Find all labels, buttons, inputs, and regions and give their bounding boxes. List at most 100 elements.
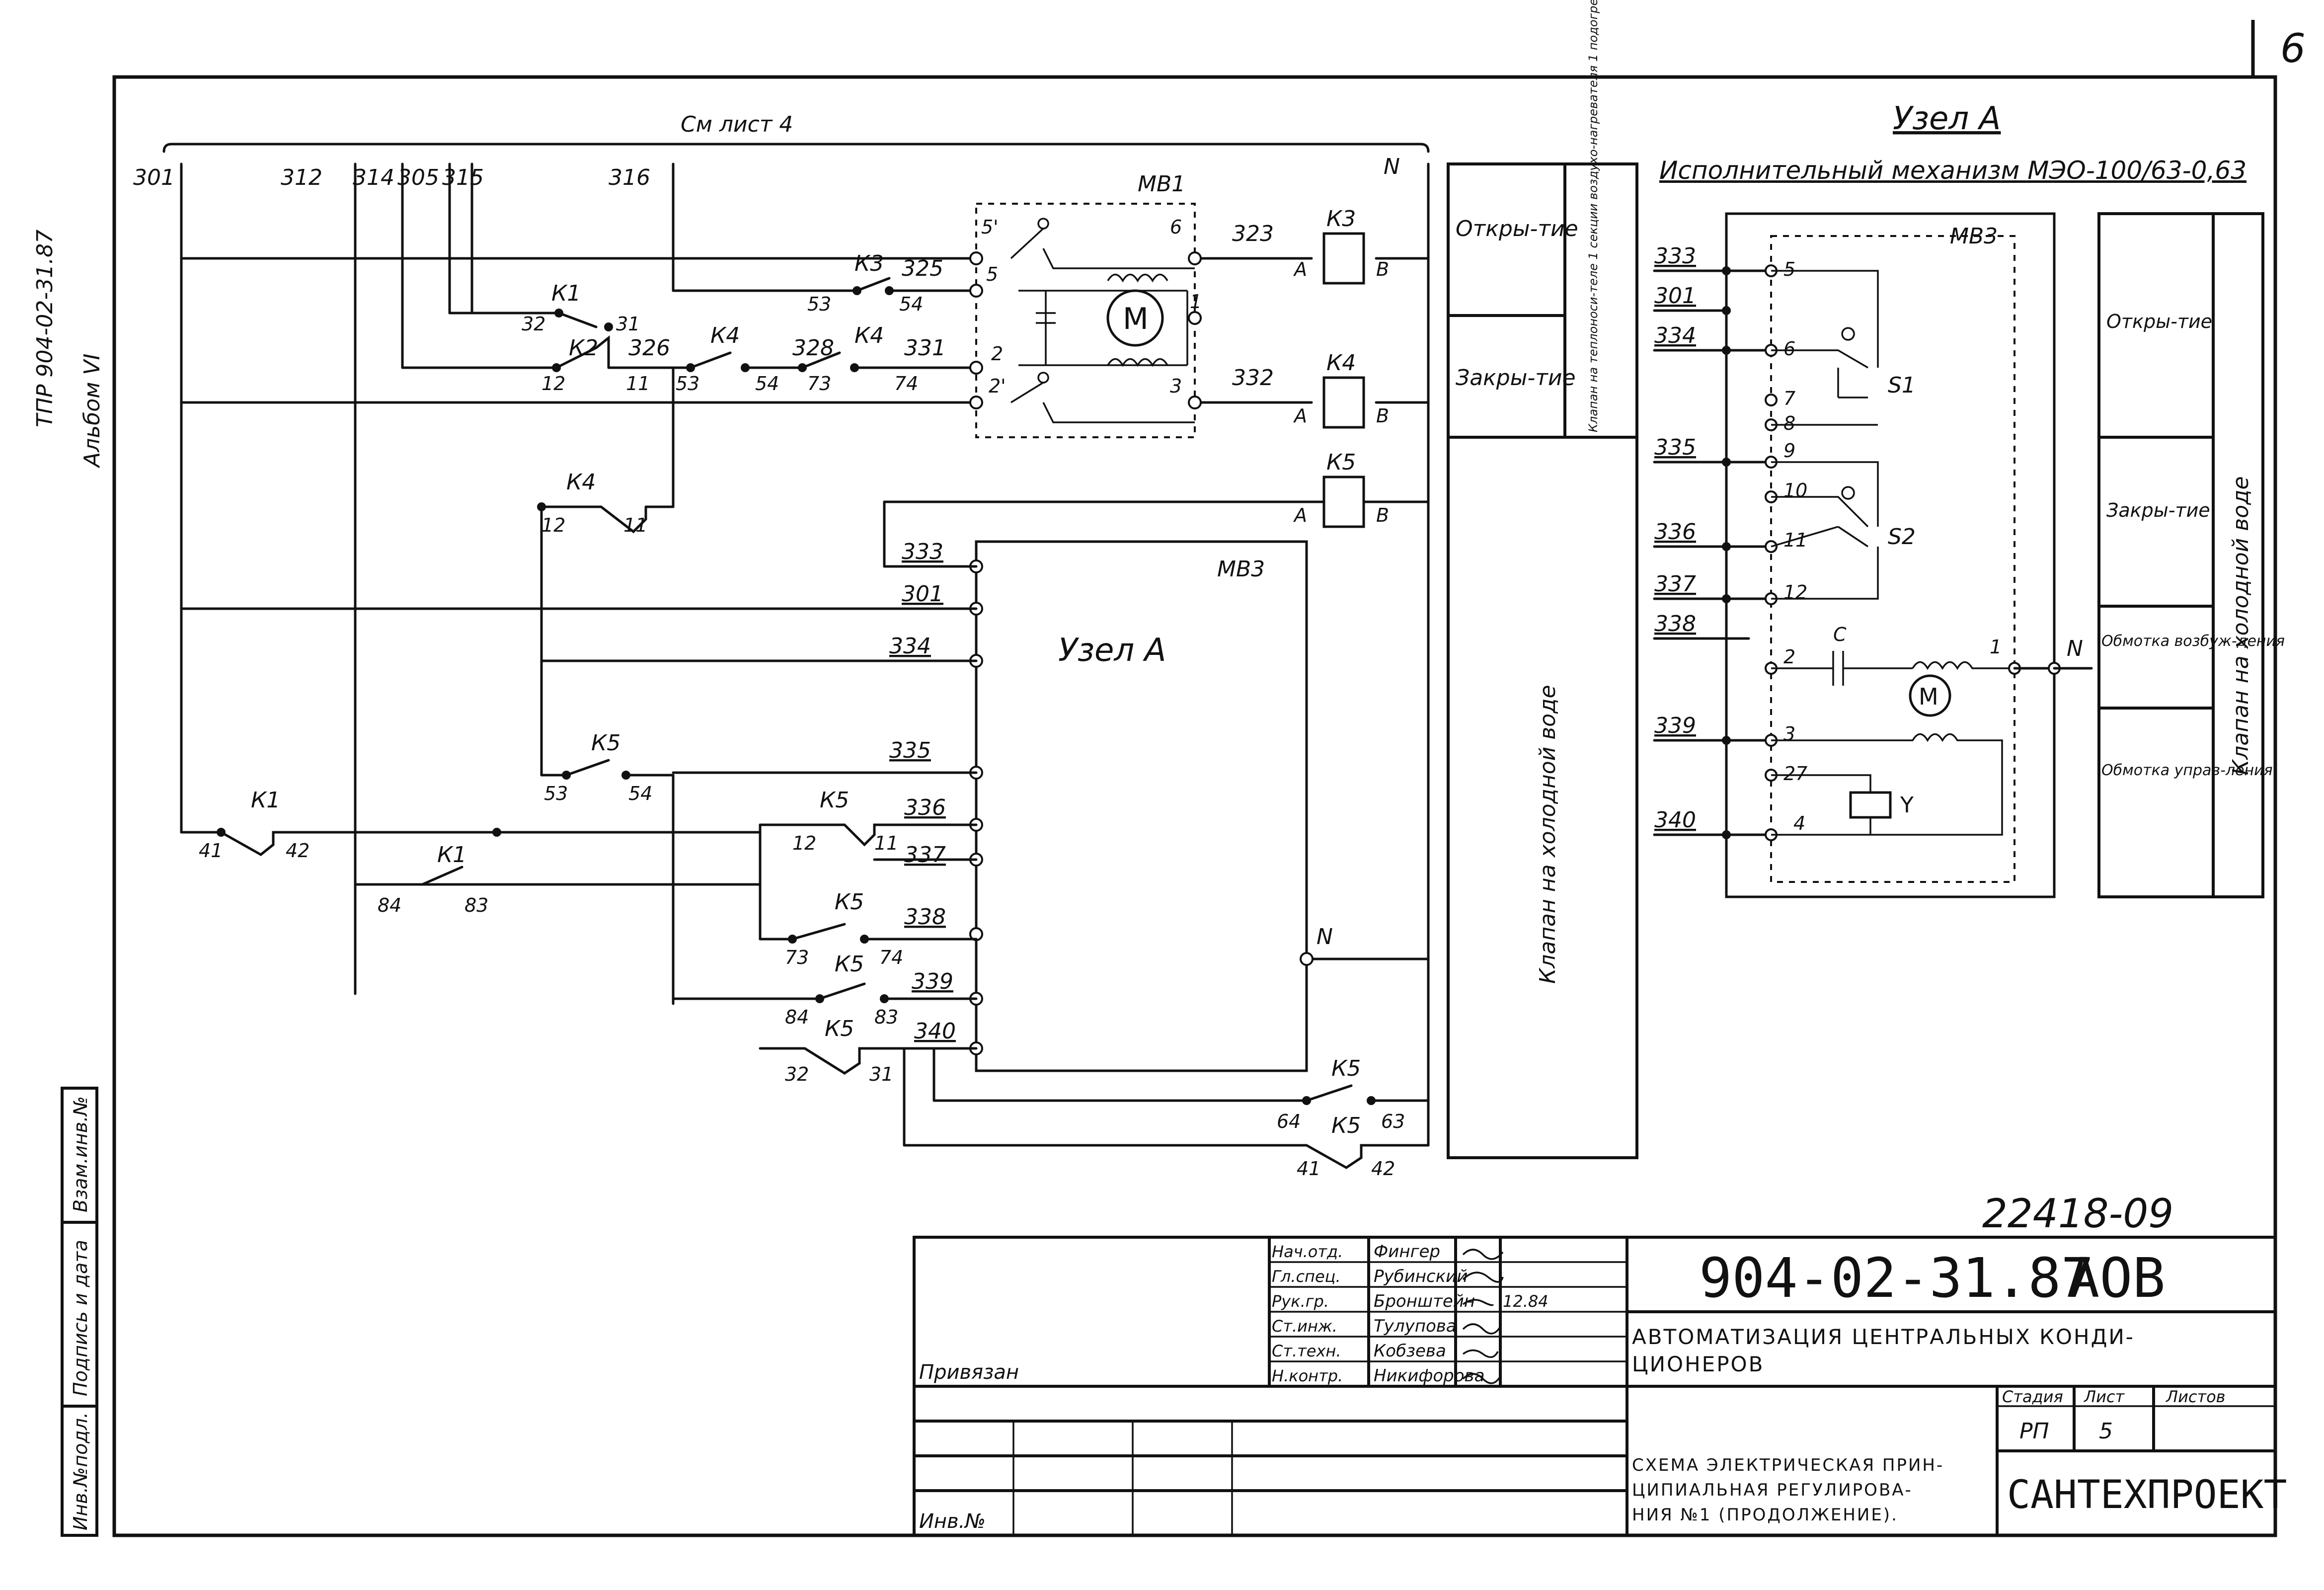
k1b-84: 84	[378, 894, 401, 916]
wire-328: 328	[792, 335, 834, 361]
stamp-signature-date: Подпись и дата	[70, 1240, 91, 1396]
drawing-reg-number: 22418-09	[1982, 1191, 2173, 1237]
k5-contact-53: К5 53 54	[540, 730, 675, 1005]
mv3-block-title: Узел А	[1058, 632, 1166, 669]
nodea-row-close: Закры-тие	[2106, 499, 2210, 521]
nodea-wire-340: 340	[1654, 807, 1696, 833]
k5-bot1-63: 63	[1381, 1111, 1405, 1132]
k4-mid-label: К4	[566, 470, 596, 495]
term-6: 6	[1170, 216, 1182, 238]
mv3-term-335: 335	[889, 738, 931, 763]
bus-label-314: 314	[353, 165, 394, 190]
k5-336-12: 12	[792, 832, 816, 854]
k5-339-label: К5	[835, 952, 864, 977]
tb-role-2: Рук.гр.	[1272, 1292, 1329, 1311]
tb-role-1: Гл.спец.	[1272, 1267, 1341, 1286]
coil-k3-a: А	[1293, 258, 1307, 280]
k5-53-54: 54	[628, 783, 652, 804]
coil-k4-b: В	[1376, 405, 1389, 427]
nodea-wire-334: 334	[1654, 323, 1696, 348]
k5-339-83: 83	[874, 1006, 898, 1028]
k4-53: 53	[676, 373, 699, 395]
k1b-83: 83	[465, 894, 488, 916]
term-2prime: 2'	[989, 375, 1006, 397]
tb-role-0: Нач.отд.	[1272, 1242, 1343, 1261]
bus-label-316: 316	[609, 165, 650, 190]
term-5prime: 5'	[981, 216, 999, 238]
tb-name-0: Фингер	[1374, 1242, 1440, 1262]
mv3-term-333: 333	[902, 539, 943, 564]
tb-name-2: Бронштейн	[1374, 1291, 1475, 1311]
k5-block-contacts: К5 12 11 К5 73 74 К5 84 83 К5 32 31 К5 6…	[672, 788, 1430, 1180]
k2-label: К2	[569, 335, 598, 361]
k5-338-label: К5	[835, 889, 864, 915]
k5-336-11: 11	[874, 832, 898, 854]
nodea-t4: 4	[1793, 812, 1805, 834]
tb-hdr-stage: Стадия	[2002, 1387, 2063, 1406]
nodea-t1: 1	[1990, 636, 2002, 658]
k4b-74: 74	[894, 373, 918, 395]
tb-date: 12.84	[1503, 1292, 1549, 1311]
term-1: 1	[1190, 291, 1202, 313]
nodea-table-side: Клапан на холодной воде	[2228, 476, 2253, 775]
wire-325: 325	[902, 256, 943, 281]
wire-323: 323	[1232, 221, 1274, 246]
wire-331: 331	[904, 335, 946, 361]
svg-text:M: M	[1919, 683, 1938, 710]
k5-339-84: 84	[785, 1006, 809, 1028]
nodea-row-open: Откры-тие	[2106, 311, 2212, 332]
mv1-label: МВ1	[1138, 171, 1185, 197]
mv3-term-336: 336	[904, 795, 946, 820]
k4-middle-contact: К4 12 11	[537, 470, 675, 777]
tb-name-3: Тулупова	[1374, 1316, 1457, 1336]
mv3-term-337: 337	[904, 842, 946, 868]
coils: К3 А В К4 А В К5 А В	[883, 206, 1430, 568]
nodea-wire-301: 301	[1654, 283, 1696, 309]
nodea-t3: 3	[1783, 723, 1795, 745]
tb-hdr-sheets: Листов	[2166, 1387, 2226, 1406]
tb-org: САНТЕХПРОЕКТ	[2007, 1473, 2287, 1517]
bus-label-312: 312	[281, 165, 322, 190]
nodea-wire-338: 338	[1654, 611, 1696, 636]
mv3-term-339: 339	[912, 969, 953, 994]
k5-340-31: 31	[869, 1063, 893, 1085]
k3-54: 54	[899, 293, 923, 315]
nodea-row-control: Обмотка управ-ления	[2101, 762, 2273, 779]
wire-326: 326	[628, 335, 670, 361]
node-a-block: МВ3	[1950, 224, 1998, 249]
k5-bot1-64: 64	[1277, 1111, 1301, 1132]
nodea-wire-336: 336	[1654, 519, 1696, 545]
k5-338-74: 74	[879, 947, 903, 968]
k5-bot1-label: К5	[1331, 1056, 1361, 1081]
title-block: Привязан Инв.№ Нач.отд. Фингер Гл.спец. …	[913, 1236, 2287, 1537]
k4-mid-11: 11	[623, 514, 647, 536]
node-a-title: Узел А	[1893, 100, 2001, 137]
left-margin: ТПР 904-02-31.87 Альбом VI	[32, 230, 105, 469]
k4-label: К4	[710, 323, 740, 348]
coil-k5-label: К5	[1326, 450, 1356, 475]
k1-42: 42	[286, 840, 310, 862]
stamp-inv-podl: Инв.№подл.	[70, 1412, 91, 1530]
switch-s1: S1	[1888, 373, 1916, 398]
k5-53-label: К5	[591, 730, 620, 756]
wire-332: 332	[1232, 365, 1274, 391]
switch-s2: S2	[1888, 524, 1916, 550]
k5-53-53: 53	[544, 783, 568, 804]
node-a-diagram: МВ3 333 301 334 335 336 337 338 339 340	[1653, 212, 2093, 898]
nodea-t8: 8	[1783, 412, 1795, 434]
k1-top: К1	[551, 281, 581, 306]
nodea-t7: 7	[1783, 388, 1795, 409]
nodea-t6: 6	[1783, 338, 1795, 360]
tb-title-top-0: Автоматизация центральных конди-	[1632, 1325, 2135, 1349]
k2-12: 12	[542, 373, 565, 395]
nodea-neutral: N	[2067, 636, 2083, 661]
k4b-label: К4	[854, 323, 884, 348]
margin-project: ТПР 904-02-31.87	[32, 230, 58, 427]
node-a-table: Откры-тие Закры-тие Обмотка возбуж-дения…	[2097, 212, 2285, 898]
coil-y: Y	[1900, 793, 1914, 818]
margin-album: Альбом VI	[79, 354, 105, 469]
k1-41: 41	[199, 840, 223, 862]
tb-hdr-sheet: Лист	[2084, 1387, 2125, 1406]
tb-role-4: Ст.техн.	[1272, 1342, 1341, 1360]
